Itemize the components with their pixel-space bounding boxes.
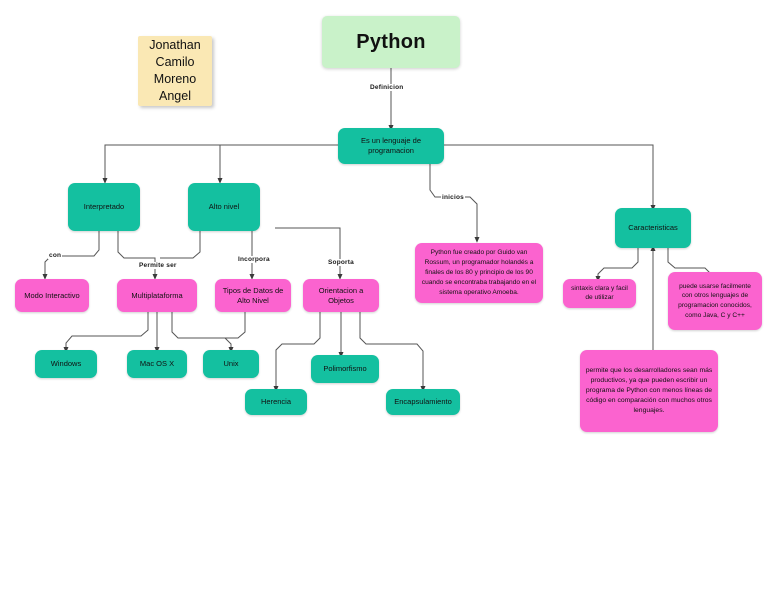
node-tipos-de-datos-de-alto-nivel[interactable]: Tipos de Datos de Alto Nivel xyxy=(215,279,291,312)
edge-multiplataforma-windows xyxy=(63,312,149,353)
edge-label-soporta: Soporta xyxy=(327,259,355,266)
edge-label-incorpora: Incorpora xyxy=(237,256,271,263)
node-caracteristicas[interactable]: Caracteristicas xyxy=(615,208,691,248)
edge-multiplataforma-unix xyxy=(171,312,234,353)
node-es-un-lenguaje-de-programacion[interactable]: Es un lenguaje de programacion xyxy=(338,128,444,164)
author-note: Jonathan Camilo Moreno Angel xyxy=(138,36,212,106)
node-mac-os-x[interactable]: Mac OS X xyxy=(127,350,187,378)
node-alto-nivel[interactable]: Alto nivel xyxy=(188,183,260,231)
node-modo-interactivo[interactable]: Modo Interactivo xyxy=(15,279,89,312)
edge-altonivel-objetos xyxy=(275,227,343,280)
edge-interpretado-multiplataforma xyxy=(117,231,158,280)
edge-label-con: con xyxy=(48,252,63,259)
node-productividad-desarrolladores[interactable]: permite que los desarrolladores sean más… xyxy=(580,350,718,432)
edge-altonivel-multiplataforma xyxy=(160,231,201,259)
edge-caracteristicas-sintaxis xyxy=(595,244,639,282)
node-polimorfismo[interactable]: Polimorfismo xyxy=(311,355,379,383)
node-encapsulamiento[interactable]: Encapsulamiento xyxy=(386,389,460,415)
node-interpretado[interactable]: Interpretado xyxy=(68,183,140,231)
node-inicios-historia[interactable]: Python fue creado por Guido van Rossum, … xyxy=(415,243,543,303)
edge-label-permite-ser: Permite ser xyxy=(138,262,178,269)
edge-label-inicios: inicios xyxy=(441,194,465,201)
node-interoperabilidad-otros-lenguajes[interactable]: puede usarse facilmente con otros lengua… xyxy=(668,272,762,330)
edge-lenguaje-inicios xyxy=(429,163,480,243)
node-unix[interactable]: Unix xyxy=(203,350,259,378)
node-sintaxis-clara-y-facil[interactable]: sintaxis clara y facil de utilizar xyxy=(563,279,636,308)
node-herencia[interactable]: Herencia xyxy=(245,389,307,415)
node-python[interactable]: Python xyxy=(322,16,460,68)
edge-tipos-unix-join xyxy=(225,312,246,339)
node-orientacion-a-objetos[interactable]: Orientacion a Objetos xyxy=(303,279,379,312)
node-windows[interactable]: Windows xyxy=(35,350,97,378)
node-multiplataforma[interactable]: Multiplataforma xyxy=(117,279,197,312)
edge-label-definicion: Definicion xyxy=(369,84,405,91)
